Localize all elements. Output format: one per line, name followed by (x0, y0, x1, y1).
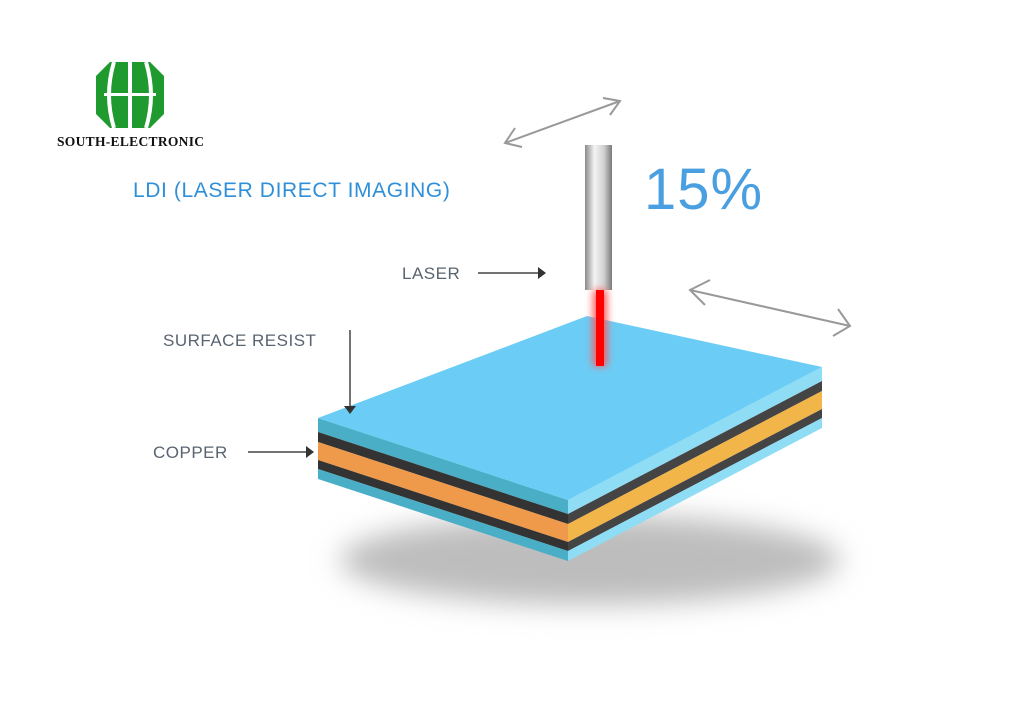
surface-resist-pointer-arrow (344, 330, 356, 414)
laser-head (585, 145, 612, 290)
resist-layer-left-face (318, 418, 568, 514)
board-top-surface (318, 316, 822, 500)
dark-layer-left-face (318, 432, 568, 524)
percentage-value: 15% (644, 157, 764, 222)
laser-pointer-arrow (478, 267, 546, 279)
dark-layer-left-face (318, 460, 568, 551)
laser-label: LASER (402, 264, 461, 283)
dark-layer-right-face (568, 409, 822, 551)
base-layer-left-face (318, 469, 568, 561)
laser-beam (596, 290, 604, 366)
copper-pointer-arrow (248, 446, 314, 458)
surface-resist-label: SURFACE RESIST (163, 331, 317, 350)
copper-layer-left-face (318, 442, 568, 542)
company-name: SOUTH-ELECTRONIC (57, 134, 205, 149)
copper-layer-right-face (568, 391, 822, 542)
pcb-board (318, 316, 822, 561)
copper-label: COPPER (153, 443, 228, 462)
move-arrow-right (688, 279, 852, 337)
move-arrow-top (503, 97, 622, 148)
company-logo (96, 60, 164, 130)
dark-layer-right-face (568, 381, 822, 524)
diagram-title: LDI (LASER DIRECT IMAGING) (133, 179, 451, 202)
base-layer-right-face (568, 418, 822, 561)
board-shadow (340, 515, 840, 605)
resist-layer-right-face (568, 367, 822, 514)
